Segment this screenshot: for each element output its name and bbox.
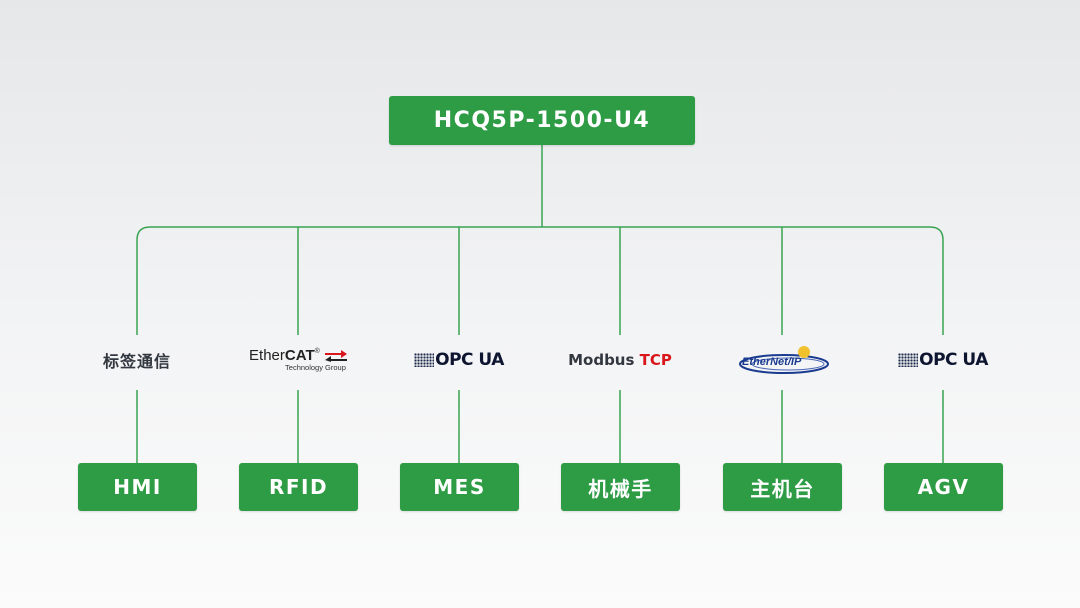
ethercat-main: Ether bbox=[249, 347, 285, 365]
protocol-tag-communication: 标签通信 bbox=[67, 340, 207, 380]
opcua-label: OPC UA bbox=[919, 350, 988, 370]
tcp-label: TCP bbox=[639, 351, 672, 369]
modbus-label: Modbus bbox=[568, 351, 635, 369]
device-host-machine: 主机台 bbox=[723, 463, 842, 511]
protocol-label: 标签通信 bbox=[102, 352, 171, 371]
ethernetip-swoosh-icon bbox=[739, 346, 829, 374]
device-hmi: HMI bbox=[78, 463, 197, 511]
device-robot-arm: 机械手 bbox=[561, 463, 680, 511]
device-agv: AGV bbox=[884, 463, 1003, 511]
device-mes: MES bbox=[400, 463, 519, 511]
root-node: HCQ5P-1500-U4 bbox=[389, 96, 695, 145]
ethercat-bold: CAT bbox=[284, 347, 315, 365]
ethercat-arrows-icon bbox=[324, 350, 347, 363]
ethercat-reg: ® bbox=[314, 348, 320, 356]
opc-dots-icon bbox=[414, 353, 435, 367]
protocol-opcua-logo-1: OPC UA bbox=[389, 340, 529, 380]
ethernetip-label: EtherNet/IP bbox=[742, 356, 802, 368]
protocol-modbus-tcp: Modbus TCP bbox=[550, 340, 690, 380]
ethercat-wordmark: EtherCAT® bbox=[249, 348, 347, 363]
protocol-opcua-logo-2: OPC UA bbox=[873, 340, 1013, 380]
ethercat-subtitle: Technology Group bbox=[285, 363, 346, 373]
opc-dots-icon bbox=[898, 353, 919, 367]
device-rfid: RFID bbox=[239, 463, 358, 511]
opcua-label: OPC UA bbox=[435, 350, 504, 370]
protocol-ethercat-logo: EtherCAT® Technology Group bbox=[228, 340, 368, 380]
protocol-ethernetip-logo: EtherNet/IP bbox=[712, 340, 852, 380]
